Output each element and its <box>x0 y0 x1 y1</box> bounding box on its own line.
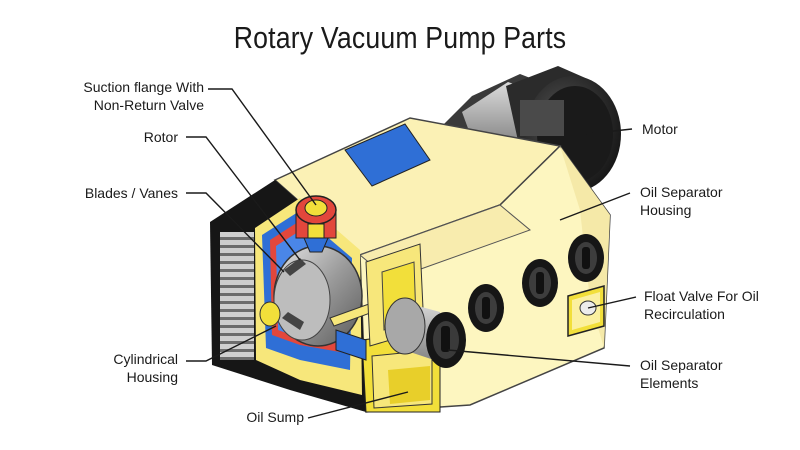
label-float-valve: Float Valve For Oil Recirculation <box>644 288 759 322</box>
leader-oil-sep-housing <box>559 192 631 221</box>
leader-suction <box>208 88 317 206</box>
leader-oil-sump <box>307 391 409 419</box>
cutaway-section <box>210 180 441 413</box>
leader-oil-sep-elements <box>447 349 631 367</box>
leader-motor <box>585 128 633 135</box>
diagram-title: Rotary Vacuum Pump Parts <box>233 20 567 55</box>
label-motor: Motor <box>642 121 678 137</box>
float-valve-window <box>567 285 605 337</box>
label-oil-sump: Oil Sump <box>246 409 304 425</box>
separator-caps <box>468 234 604 332</box>
oil-separator-element <box>384 297 466 368</box>
label-rotor: Rotor <box>143 129 178 145</box>
label-oil-separator-housing: Oil Separator Housing <box>640 184 723 218</box>
label-suction-flange: Suction flange With Non-Return Valve <box>83 79 204 113</box>
label-blades-vanes: Blades / Vanes <box>84 185 178 201</box>
label-cylindrical-housing: Cylindrical Housing <box>113 351 178 385</box>
leader-float <box>587 296 637 309</box>
leader-cylindrical <box>186 325 277 362</box>
label-oil-separator-elements: Oil Separator Elements <box>640 357 723 391</box>
leader-blades <box>186 192 285 273</box>
leader-rotor <box>186 136 301 261</box>
